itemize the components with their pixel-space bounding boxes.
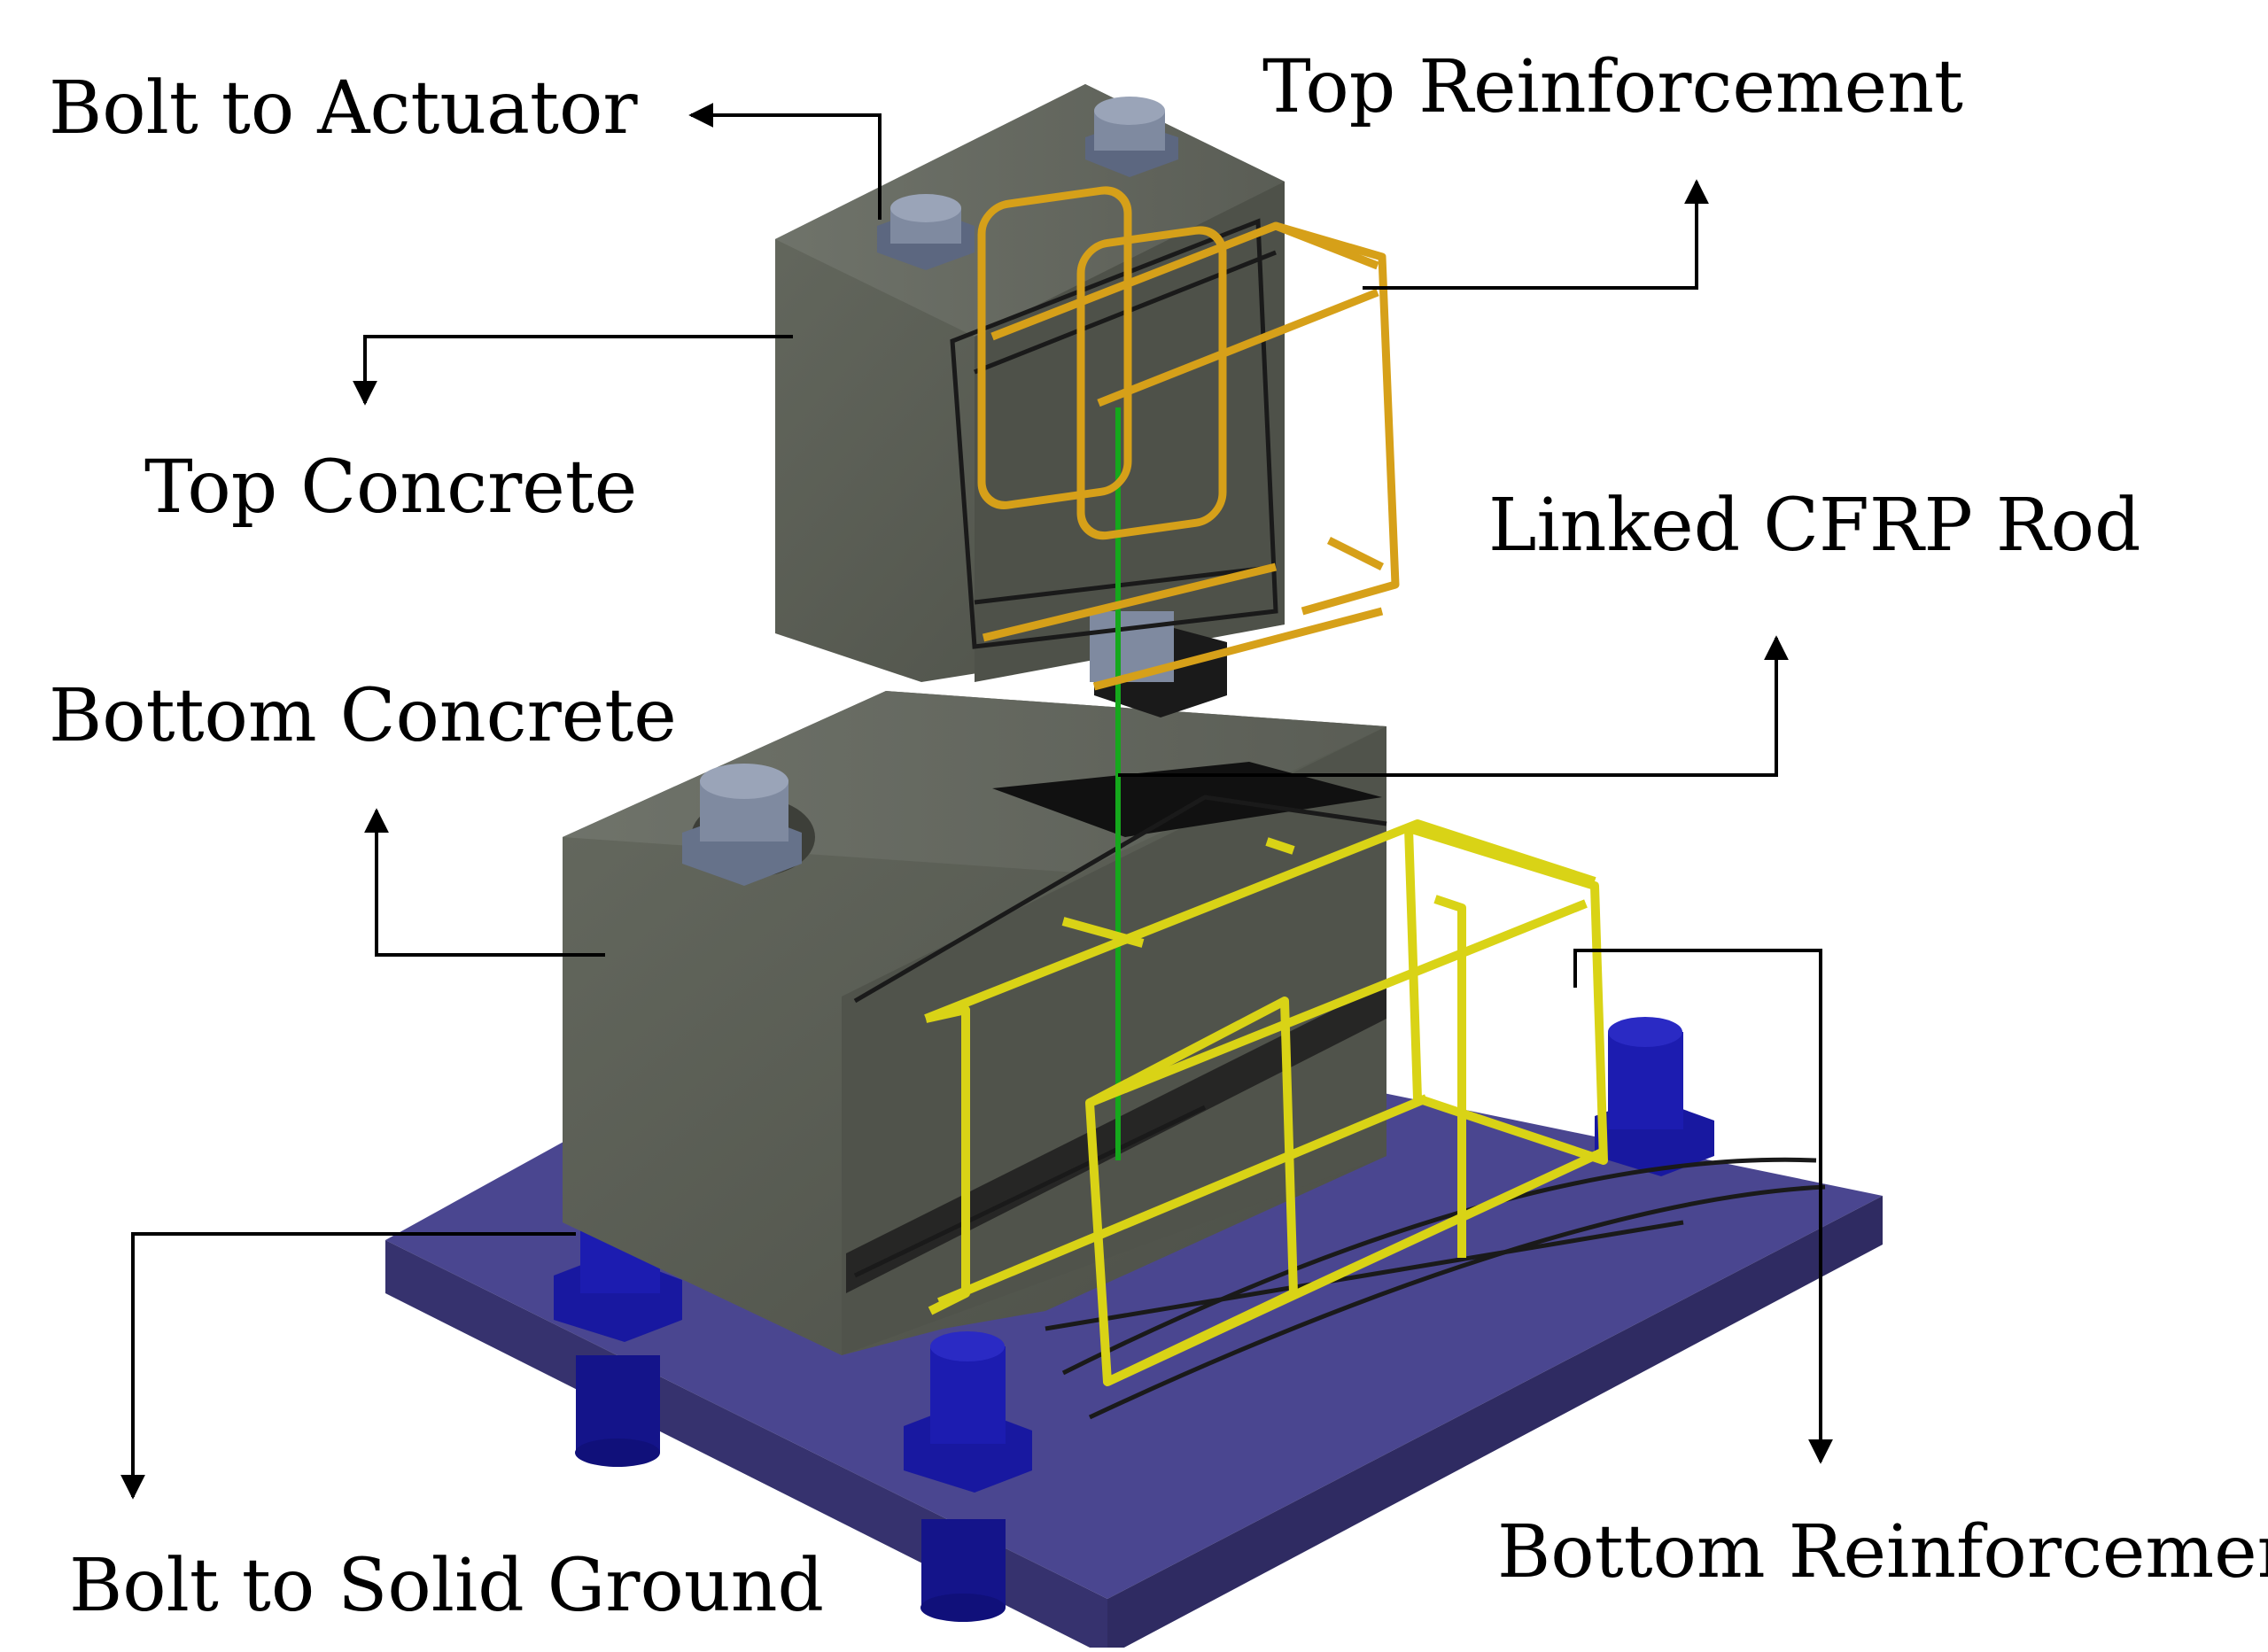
arrow-linked-cfrp-rod (1118, 635, 1789, 777)
arrow-top-concrete (353, 335, 793, 406)
label-linked-cfrp-rod: Linked CFRP Rod (1488, 484, 2141, 568)
label-bottom-reinforcement: Bottom Reinforcement (1497, 1510, 2268, 1594)
top-reinforcement-cage (977, 186, 1400, 691)
ground-bolt-right (1595, 1017, 1714, 1176)
internal-rebar (853, 218, 1826, 1420)
leader-lines (120, 103, 1833, 1500)
arrow-top-reinforcement (1363, 179, 1709, 290)
label-top-reinforcement: Top Reinforcement (1262, 45, 1963, 129)
arrow-bottom-concrete (364, 808, 605, 957)
label-top-concrete: Top Concrete (144, 446, 638, 530)
bottom-reinforcement-cage (924, 819, 1608, 1386)
arrow-bolt-to-actuator (688, 103, 882, 220)
label-bolt-to-solid-ground: Bolt to Solid Ground (69, 1544, 824, 1628)
label-bolt-to-actuator: Bolt to Actuator (49, 66, 638, 151)
ground-bolt-front (904, 1331, 1032, 1622)
arrow-bolt-to-solid-ground (120, 1232, 576, 1500)
bottom-concrete-block (563, 691, 1386, 1355)
arrow-bottom-reinforcement (1573, 949, 1833, 1464)
label-bottom-concrete: Bottom Concrete (49, 674, 677, 758)
